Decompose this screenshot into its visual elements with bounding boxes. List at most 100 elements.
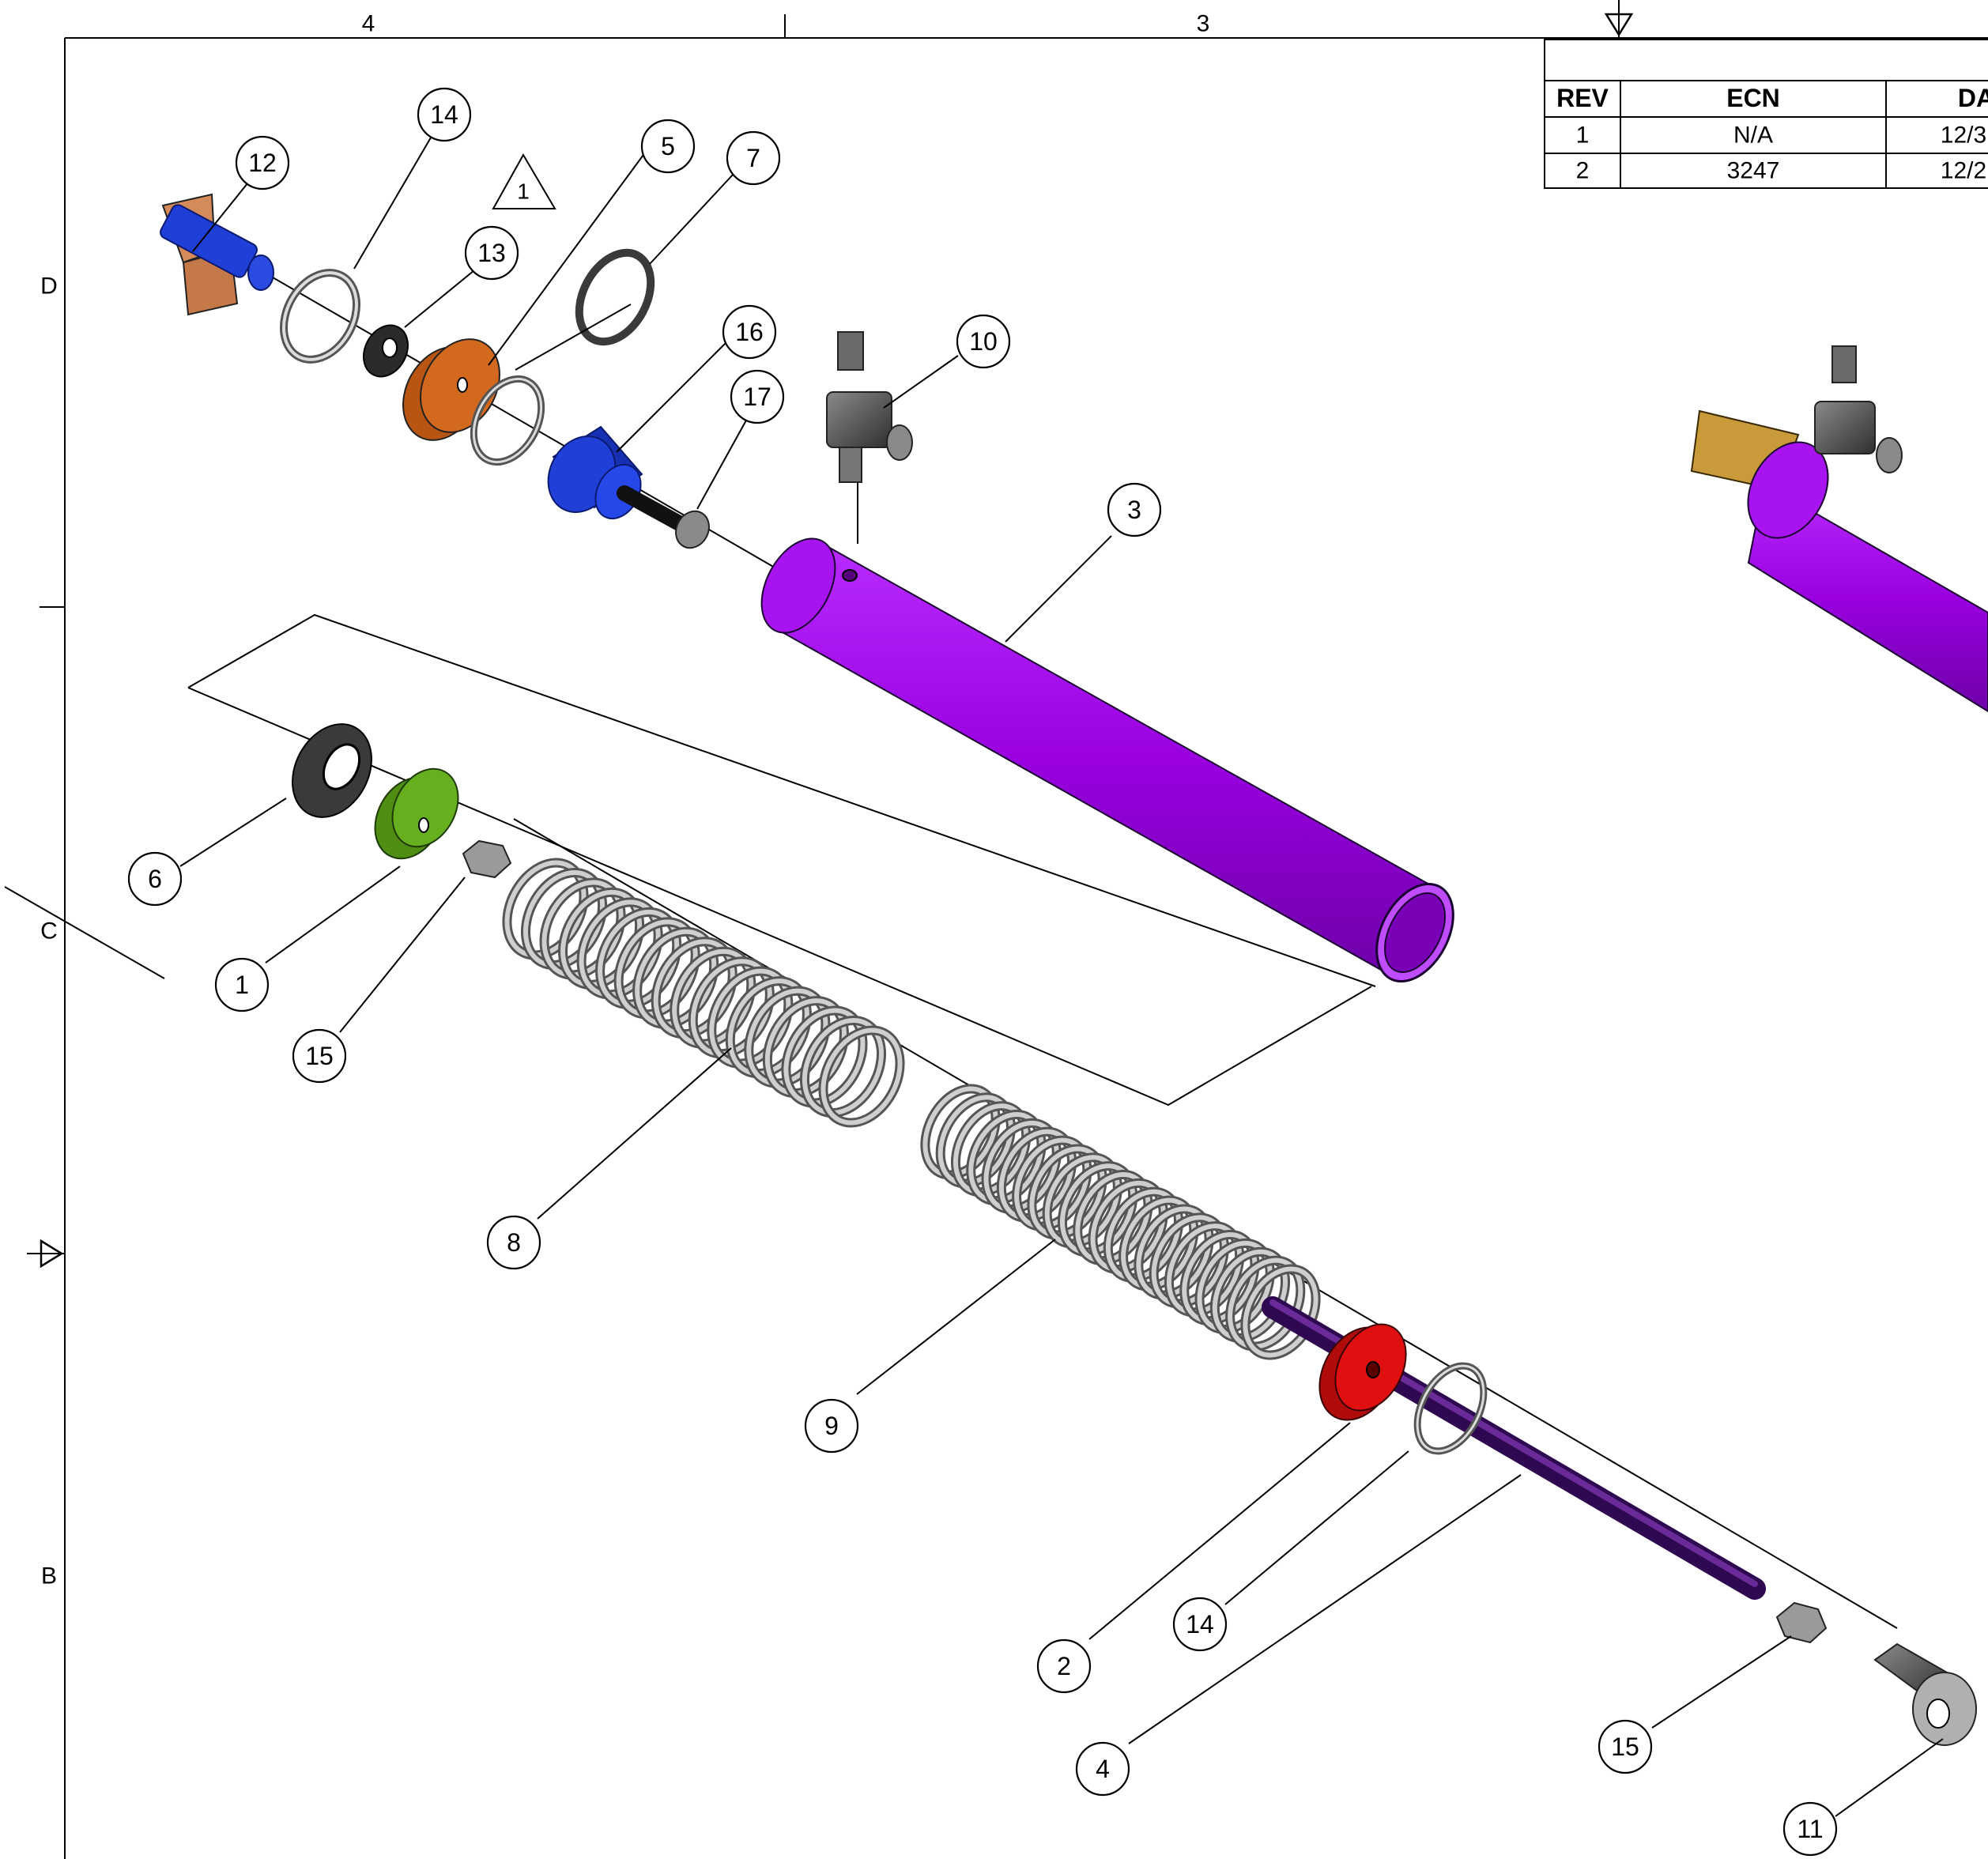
spring-coil <box>598 909 680 1007</box>
svg-text:13: 13 <box>477 239 506 267</box>
balloon-10: 10 <box>956 314 1011 369</box>
svg-text:3: 3 <box>1127 496 1141 524</box>
center-mark-left <box>27 1239 65 1269</box>
spring-coil <box>1014 1137 1090 1229</box>
balloon-16: 16 <box>722 304 777 360</box>
svg-text:8: 8 <box>507 1228 521 1257</box>
part-14-retaining-ring-top <box>279 269 361 364</box>
rev-cell: 2 <box>1576 158 1590 184</box>
balloon-5: 5 <box>640 119 696 174</box>
rev-cell: N/A <box>1733 123 1773 149</box>
svg-text:14: 14 <box>430 100 458 129</box>
balloon-17: 17 <box>730 369 785 424</box>
svg-text:10: 10 <box>969 327 998 356</box>
svg-text:1: 1 <box>235 971 249 999</box>
spring-coil <box>764 998 847 1096</box>
svg-text:2: 2 <box>1057 1652 1071 1680</box>
spring-coil <box>560 889 643 987</box>
assembly-axis-lines <box>4 256 1898 1629</box>
part-10-air-fitting <box>826 331 913 483</box>
spring-coil <box>709 968 791 1066</box>
part-15-hex-nut-right <box>1775 1601 1828 1644</box>
balloon-11: 11 <box>1782 1801 1838 1857</box>
spring-coil <box>579 899 661 997</box>
rev-cell: 12/3 <box>1941 123 1986 149</box>
balloon-2: 2 <box>1036 1638 1092 1694</box>
svg-text:5: 5 <box>661 132 675 160</box>
part-6-wiper-seal <box>292 723 372 818</box>
spring-coil <box>1166 1224 1243 1315</box>
svg-text:7: 7 <box>746 144 760 172</box>
part-17-screw <box>617 485 710 549</box>
spring-coil <box>727 979 809 1077</box>
rev-header-date: DA <box>1958 84 1988 112</box>
svg-text:14: 14 <box>1186 1610 1214 1638</box>
svg-text:6: 6 <box>148 865 162 893</box>
balloon-3: 3 <box>1107 482 1162 537</box>
zone-column-4: 4 <box>362 11 375 37</box>
svg-text:17: 17 <box>743 383 771 411</box>
part-14-retaining-ring-piston <box>470 375 545 466</box>
balloon-4: 4 <box>1075 1741 1130 1797</box>
spring-coil <box>616 919 698 1017</box>
balloon-8: 8 <box>486 1215 541 1270</box>
rev-cell: 12/2 <box>1941 158 1986 184</box>
spring-coil <box>1105 1189 1182 1280</box>
part-2-stop-collar <box>1318 1323 1407 1421</box>
spring-coil <box>937 1095 1013 1186</box>
balloon-9: 9 <box>804 1398 859 1454</box>
part-9-inner-spring <box>920 1084 1321 1360</box>
rev-header-ecn: ECN <box>1726 84 1780 112</box>
zone-row-d: D <box>40 273 58 300</box>
balloon-13: 13 <box>464 225 519 281</box>
spring-coil <box>953 1103 1029 1195</box>
revision-table: REV ECN DA 1 N/A 12/3 2 3247 12/2 <box>1544 39 1988 189</box>
part-13-seal-washer <box>363 324 409 378</box>
revision-flag-label: 1 <box>517 179 530 204</box>
spring-coil <box>1075 1172 1151 1264</box>
spring-coil <box>922 1086 998 1178</box>
center-mark-top <box>1604 0 1634 38</box>
spring-coil <box>1151 1215 1227 1307</box>
assembled-view <box>1690 345 1988 713</box>
spring-coil <box>1182 1232 1258 1324</box>
svg-text:11: 11 <box>1797 1815 1823 1843</box>
spring-coil <box>746 988 828 1086</box>
spring-coil <box>635 929 717 1027</box>
spring-coil <box>983 1120 1059 1212</box>
spring-coil <box>1197 1240 1273 1332</box>
spring-coil <box>653 939 735 1037</box>
svg-text:16: 16 <box>735 318 764 346</box>
svg-text:15: 15 <box>1611 1733 1639 1761</box>
rev-cell: 3247 <box>1727 158 1780 184</box>
balloon-6: 6 <box>127 851 183 907</box>
part-8-outer-spring <box>502 858 905 1128</box>
balloon-12: 12 <box>235 135 290 190</box>
spring-coil <box>1059 1163 1136 1255</box>
balloon-14: 14 <box>417 87 472 142</box>
spring-coil <box>1044 1155 1120 1246</box>
spring-coil <box>522 869 605 967</box>
part-15-hex-nut-left <box>462 839 512 879</box>
part-11-rod-end <box>1873 1642 1977 1746</box>
zone-row-b: B <box>41 1563 57 1589</box>
spring-coil <box>1029 1146 1105 1238</box>
part-5-piston <box>402 338 500 441</box>
balloon-15: 15 <box>292 1028 347 1084</box>
spring-coil <box>541 880 624 978</box>
rev-header-rev: REV <box>1556 84 1609 112</box>
svg-text:9: 9 <box>824 1412 839 1440</box>
spring-coil <box>802 1018 885 1116</box>
part-1-bushing <box>374 767 459 860</box>
balloon-15-lower: 15 <box>1598 1719 1653 1774</box>
balloon-14-lower: 14 <box>1172 1597 1228 1652</box>
balloon-7: 7 <box>726 130 781 186</box>
zone-column-3: 3 <box>1197 11 1210 37</box>
spring-coil <box>1121 1197 1197 1289</box>
part-14-retaining-ring-rod <box>1413 1362 1488 1455</box>
svg-text:15: 15 <box>305 1042 334 1070</box>
spring-coil <box>1090 1180 1166 1272</box>
spring-coil <box>672 948 754 1046</box>
spring-coil <box>1136 1206 1212 1298</box>
